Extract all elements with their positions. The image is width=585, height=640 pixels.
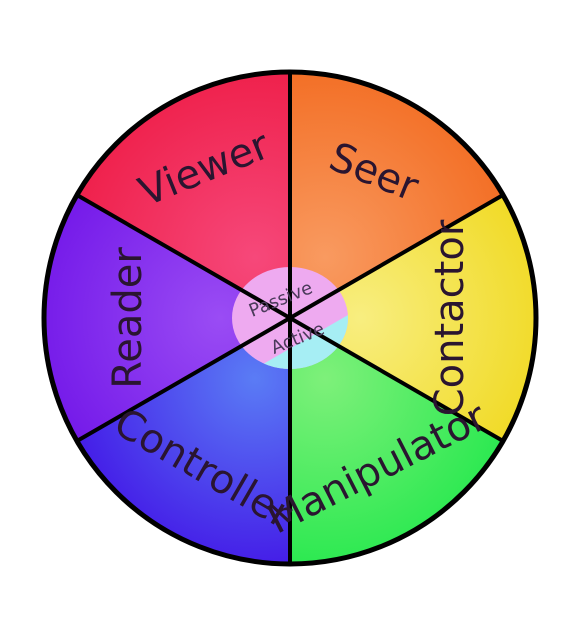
sector-dividers <box>75 72 505 564</box>
sector-divider <box>75 316 292 443</box>
sector-divider <box>75 193 292 320</box>
sector-divider <box>288 193 505 320</box>
sector-divider <box>288 316 505 443</box>
sector-label-contactor: Contactor <box>427 219 473 416</box>
sector-label-reader: Reader <box>105 247 151 389</box>
sector-contactor <box>290 195 536 441</box>
sector-reader <box>44 195 290 441</box>
wheel-rim <box>41 69 539 567</box>
